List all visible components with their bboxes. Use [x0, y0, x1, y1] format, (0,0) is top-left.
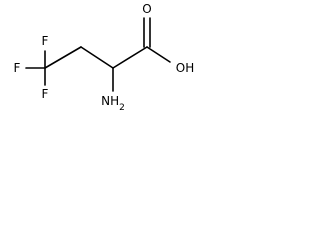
bonds	[25, 17, 171, 92]
atom-labels: F F F O OH NH2	[14, 2, 195, 113]
fluorine-top-label: F	[42, 34, 49, 48]
structure-diagram: F F F O OH NH2	[14, 2, 195, 113]
hydroxyl-label: OH	[176, 61, 194, 75]
fluorine-bottom-label: F	[42, 87, 49, 101]
bond-calpha-carboxyl-c	[112, 46, 148, 69]
amine-main: NH	[101, 94, 119, 108]
bond-c-oh	[146, 46, 171, 63]
amine-label: NH2	[101, 94, 125, 113]
bond-cf3-ch2	[44, 46, 82, 69]
bond-ch2-calpha	[80, 46, 114, 69]
carbonyl-oxygen-label: O	[142, 2, 151, 16]
fluorine-left-label: F	[14, 61, 21, 75]
amine-subscript: 2	[119, 103, 125, 113]
